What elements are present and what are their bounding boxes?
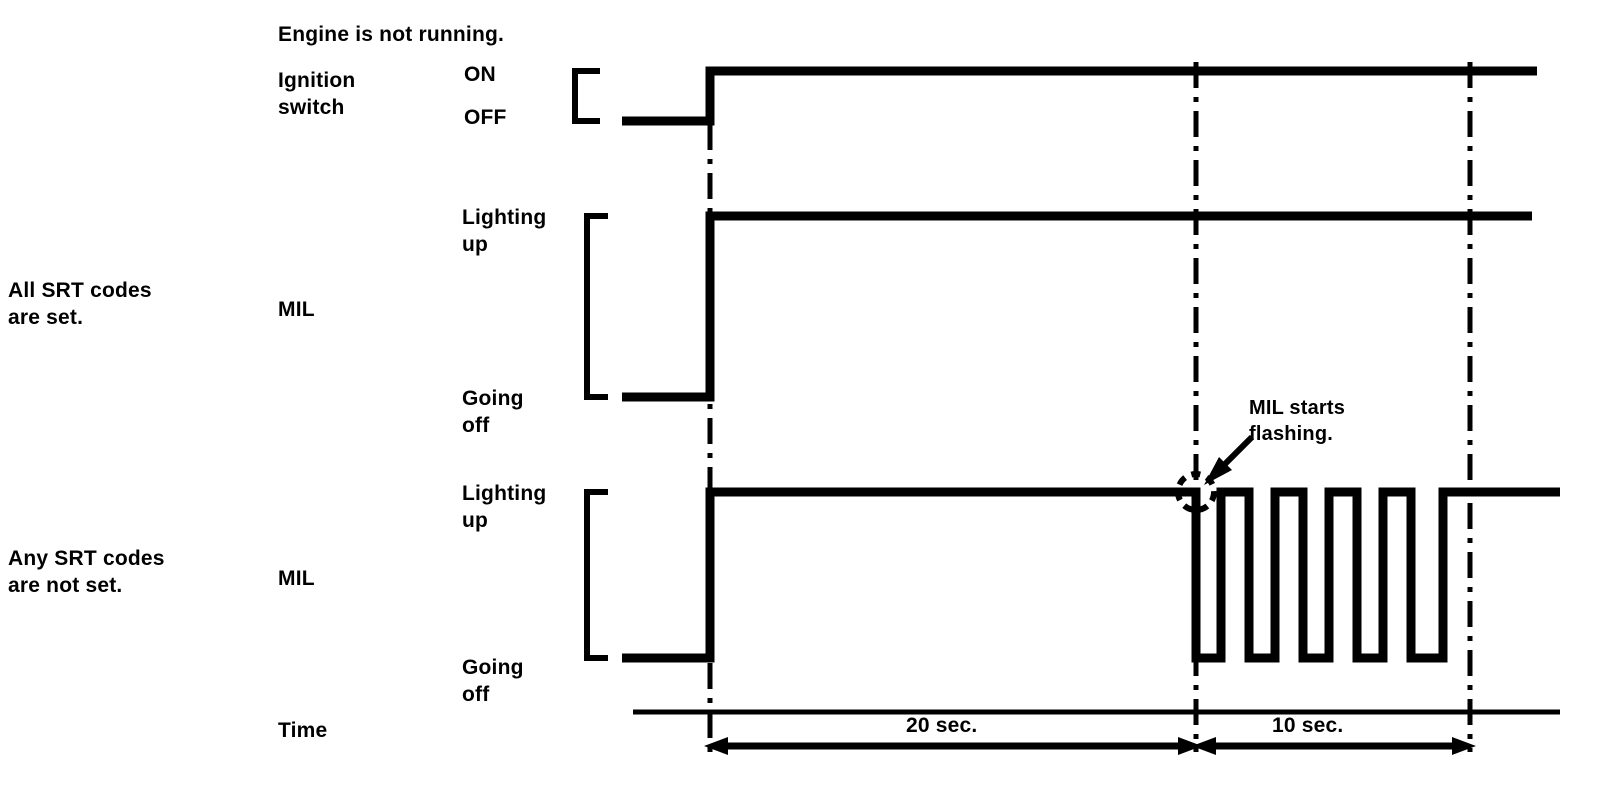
mil-flashing-annotation-text: MIL starts flashing. <box>1249 397 1346 445</box>
state-label-on: ON <box>464 63 496 86</box>
state-label-lighting-up-all-srt: Lighting up <box>462 206 547 256</box>
signal-label-mil-any-srt: MIL <box>278 567 315 590</box>
duration-label-10-sec: 10 sec. <box>1272 714 1344 737</box>
signal-label-mil-all-srt: MIL <box>278 298 315 321</box>
state-bracket-mil-all-srt <box>584 213 608 400</box>
axis-label-time: Time <box>278 719 328 742</box>
waveform-ignition-switch <box>622 66 1537 126</box>
condition-label-all-srt-codes-set: All SRT codes are set. <box>8 279 152 329</box>
mil-flashing-leader-arrow-icon <box>1204 434 1255 485</box>
state-label-going-off-all-srt: Going off <box>462 387 524 437</box>
duration-label-20-sec: 20 sec. <box>906 714 978 737</box>
waveform-mil-any-srt-flashing <box>622 487 1560 663</box>
dimension-arrow-10-sec <box>1192 737 1476 755</box>
flashing-start-marker-icon <box>1175 471 1217 513</box>
state-bracket-ignition-switch <box>572 68 600 124</box>
state-label-off: OFF <box>464 106 507 129</box>
dimension-arrow-20-sec <box>704 737 1202 755</box>
state-bracket-mil-any-srt <box>584 489 608 661</box>
condition-label-any-srt-codes-not-set: Any SRT codes are not set. <box>8 547 165 597</box>
engine-condition-note: Engine is not running. <box>278 23 505 46</box>
signal-label-ignition-switch: Ignition switch <box>278 69 356 119</box>
state-label-going-off-any-srt: Going off <box>462 656 524 706</box>
waveform-mil-all-srt <box>622 211 1532 402</box>
state-label-lighting-up-any-srt: Lighting up <box>462 482 547 532</box>
